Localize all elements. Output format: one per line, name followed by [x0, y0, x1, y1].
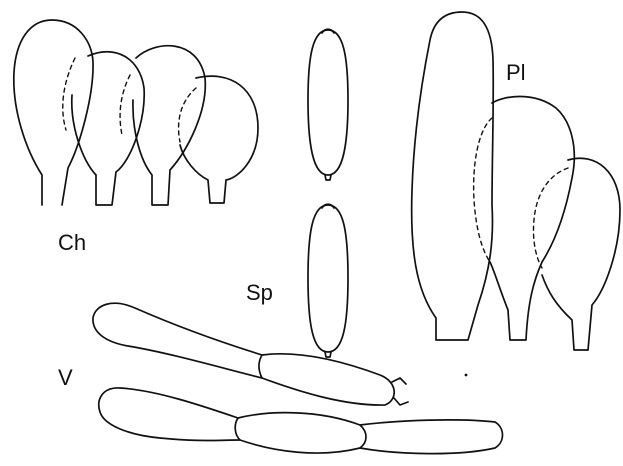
spore-lower	[308, 205, 348, 352]
cheilocystidium-4	[180, 76, 258, 203]
cheilocystidia-group	[14, 20, 258, 205]
label-v: V	[58, 365, 73, 390]
cheilocystidium-3	[133, 46, 205, 205]
label-pl: Pl	[506, 60, 526, 85]
veil-cell-lower-2	[235, 413, 366, 453]
pleurocystidium-1	[412, 12, 494, 340]
spore-lower-apex	[322, 204, 334, 208]
spores-group	[308, 29, 348, 357]
spore-upper-apex	[322, 29, 334, 33]
veil-cell-upper-2	[259, 354, 394, 405]
veil-cell-lower-3	[360, 420, 503, 454]
cheilocystidium-1	[14, 20, 93, 205]
label-ch: Ch	[58, 230, 86, 255]
spore-upper	[308, 30, 348, 175]
pleurocystidium-3	[542, 158, 620, 350]
veil-cell-lower-1	[99, 388, 240, 441]
veil-cell-upper-1	[93, 303, 262, 378]
pleurocystidium-2	[490, 96, 574, 340]
stray-dot	[465, 374, 468, 377]
veil-cells-group	[93, 303, 503, 453]
cheilocystidium-overlap-2	[120, 75, 130, 135]
pleurocystidium-overlap-1	[474, 118, 492, 262]
label-sp: Sp	[246, 280, 273, 305]
